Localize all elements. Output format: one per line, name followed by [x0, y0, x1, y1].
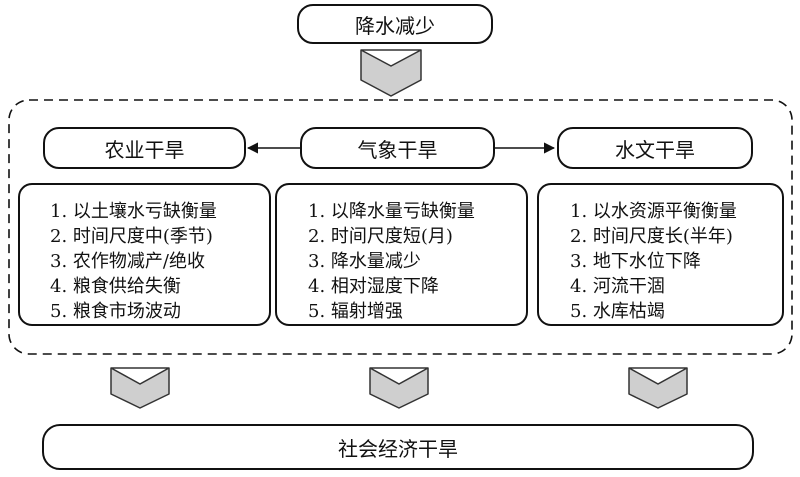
chevron-arrow-right — [628, 367, 688, 409]
socioeconomic-drought-label: 社会经济干旱 — [338, 436, 458, 461]
list-item: 5. 粮食市场波动 — [50, 301, 181, 322]
meteorological-drought-list-box: 1. 以降水量亏缺衡量 2. 时间尺度短(月) 3. 降水量减少 4. 相对湿度… — [275, 183, 528, 326]
list-item: 2. 时间尺度短(月) — [308, 226, 453, 247]
list-item: 5. 水库枯竭 — [570, 301, 665, 322]
list-item: 4. 粮食供给失衡 — [50, 276, 181, 297]
list-item: 1. 以水资源平衡衡量 — [570, 201, 737, 222]
socioeconomic-drought-box: 社会经济干旱 — [42, 424, 754, 470]
hydrological-drought-list-box: 1. 以水资源平衡衡量 2. 时间尺度长(半年) 3. 地下水位下降 4. 河流… — [537, 183, 784, 326]
list-item: 2. 时间尺度长(半年) — [570, 226, 733, 247]
chevron-arrow-center — [369, 367, 429, 409]
chevron-arrow-top — [360, 49, 422, 97]
hydrological-drought-title-box: 水文干旱 — [557, 127, 753, 169]
meteorological-drought-list: 1. 以降水量亏缺衡量 2. 时间尺度短(月) 3. 降水量减少 4. 相对湿度… — [308, 199, 526, 324]
agricultural-drought-list: 1. 以土壤水亏缺衡量 2. 时间尺度中(季节) 3. 农作物减产/绝收 4. … — [50, 199, 269, 324]
list-item: 2. 时间尺度中(季节) — [50, 226, 213, 247]
meteorological-drought-title: 气象干旱 — [357, 137, 438, 162]
precipitation-decrease-label: 降水减少 — [355, 13, 435, 38]
agricultural-drought-title-box: 农业干旱 — [43, 127, 246, 169]
meteorological-drought-title-box: 气象干旱 — [300, 127, 495, 169]
agricultural-drought-title: 农业干旱 — [104, 137, 185, 162]
list-item: 5. 辐射增强 — [308, 301, 403, 322]
precipitation-decrease-box: 降水减少 — [297, 4, 493, 44]
list-item: 3. 降水量减少 — [308, 251, 421, 272]
list-item: 3. 农作物减产/绝收 — [50, 251, 205, 272]
hydrological-drought-title: 水文干旱 — [615, 137, 695, 162]
chevron-arrow-left — [110, 367, 170, 409]
list-item: 1. 以土壤水亏缺衡量 — [50, 201, 217, 222]
hydrological-drought-list: 1. 以水资源平衡衡量 2. 时间尺度长(半年) 3. 地下水位下降 4. 河流… — [570, 199, 782, 324]
list-item: 4. 相对湿度下降 — [308, 276, 439, 297]
list-item: 4. 河流干涸 — [570, 276, 665, 297]
list-item: 1. 以降水量亏缺衡量 — [308, 201, 475, 222]
list-item: 3. 地下水位下降 — [570, 251, 701, 272]
agricultural-drought-list-box: 1. 以土壤水亏缺衡量 2. 时间尺度中(季节) 3. 农作物减产/绝收 4. … — [18, 183, 271, 326]
